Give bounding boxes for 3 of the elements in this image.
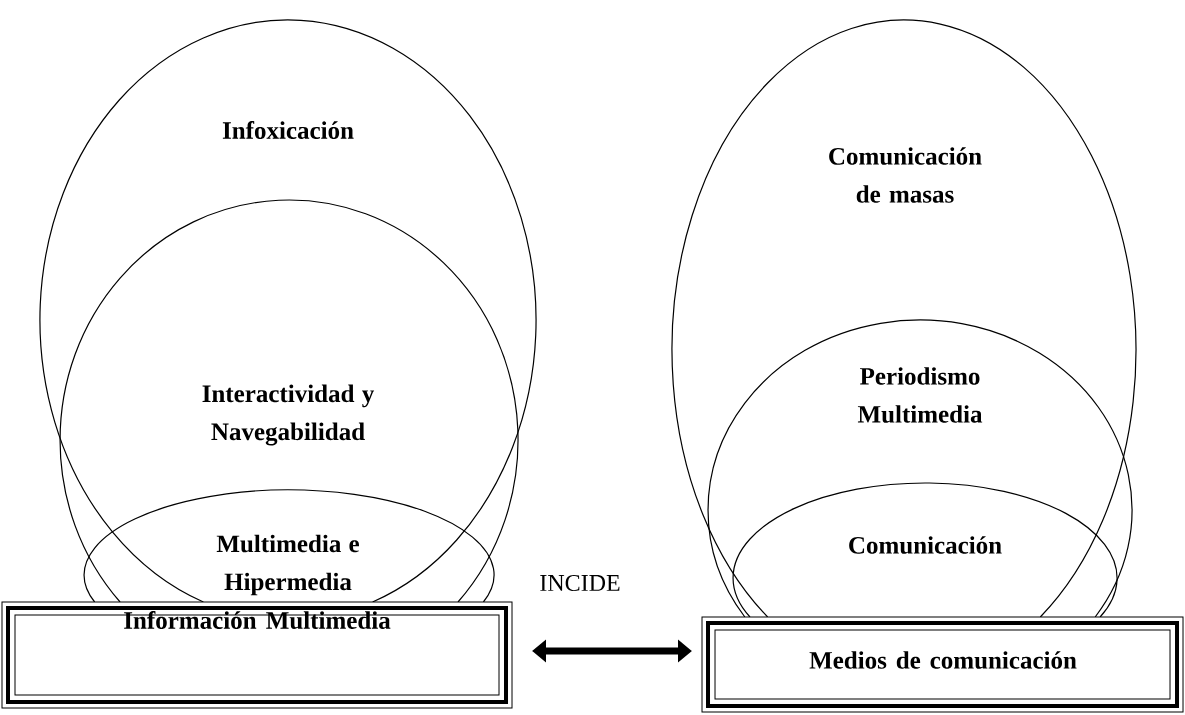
framed-box: Medios de comunicación	[701, 616, 1184, 713]
edge-label: INCIDE	[540, 574, 620, 592]
framed-box: Información Multimedia	[1, 601, 513, 709]
